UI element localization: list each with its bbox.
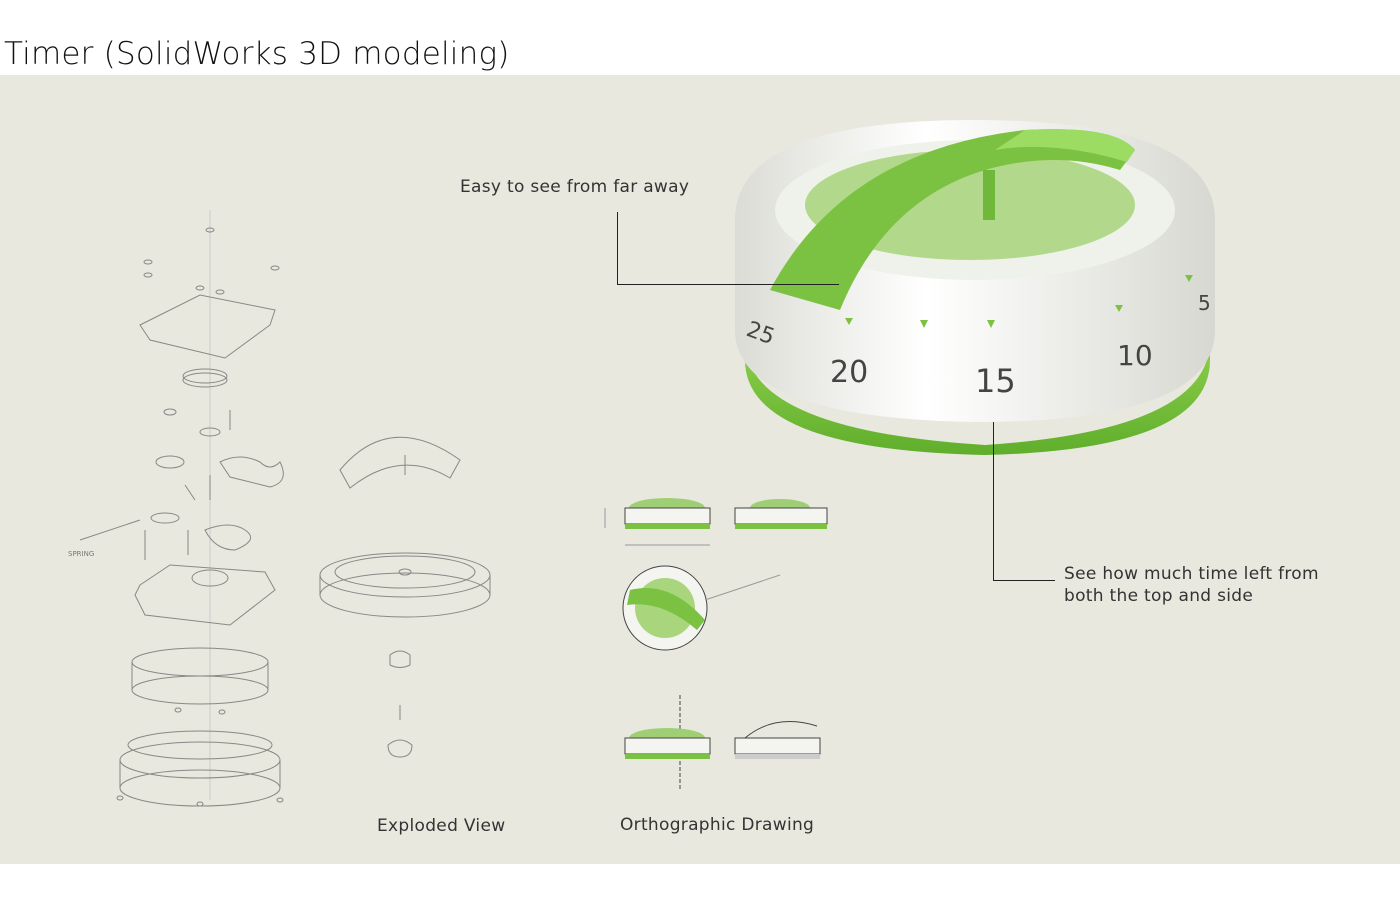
caption-orthographic-drawing: Orthographic Drawing (620, 815, 815, 835)
housing-sketch (319, 436, 491, 758)
callout-side-text-line1: See how much time left from (1064, 564, 1319, 584)
dial-15: 15 (975, 362, 1016, 400)
spring-note: SPRING (68, 550, 94, 558)
orthographic-drawing (604, 498, 828, 790)
callout-side-text-line2: both the top and side (1064, 586, 1254, 606)
dial-20: 20 (830, 355, 868, 390)
callout-top-text: Easy to see from far away (460, 177, 690, 197)
exploded-sketch: SPRING (68, 210, 284, 807)
page-title: Timer (SolidWorks 3D modeling) (4, 36, 510, 72)
side-callout-horizontal (993, 580, 1055, 581)
dial-5: 5 (1198, 291, 1211, 315)
timer-render: 25 20 15 10 5 (735, 120, 1215, 455)
side-callout-vertical (993, 422, 994, 580)
top-callout-horizontal (617, 284, 839, 285)
caption-exploded-view: Exploded View (377, 816, 506, 836)
dial-10: 10 (1117, 339, 1153, 372)
top-callout-vertical (617, 212, 618, 285)
